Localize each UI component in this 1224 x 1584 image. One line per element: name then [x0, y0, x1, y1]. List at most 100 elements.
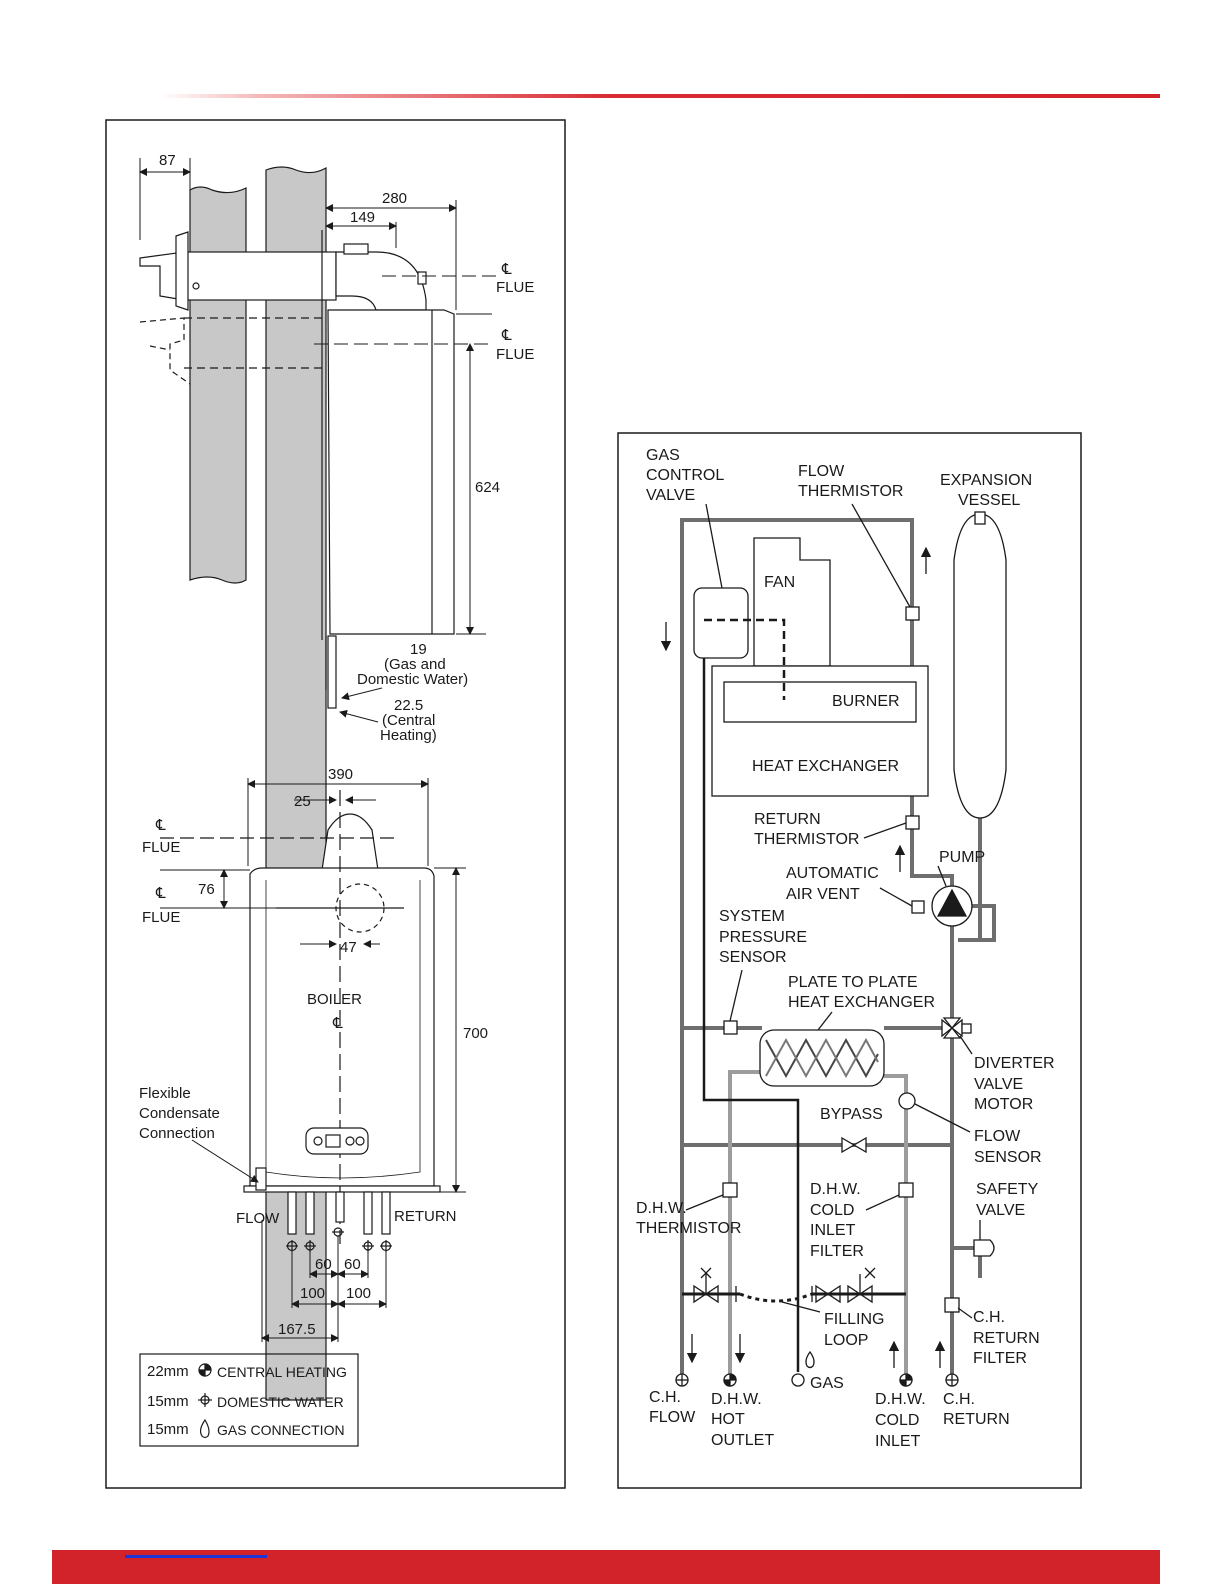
label-burner: BURNER [832, 693, 900, 710]
label-filling-loop-1: FILLING [824, 1311, 884, 1328]
dim-1675: 167.5 [278, 1321, 316, 1338]
legend-size-1: 22mm [147, 1363, 189, 1380]
plate-heat-exchanger [759, 1029, 885, 1087]
label-filling-loop-2: LOOP [824, 1332, 868, 1349]
dim-60a: 60 [315, 1256, 332, 1273]
outlet-connections [675, 1350, 959, 1387]
water-circuit-pipes [680, 518, 996, 1380]
dim-624: 624 [475, 479, 500, 496]
label-gas: GAS [810, 1375, 844, 1392]
flue-duct [183, 251, 337, 301]
front-flue-turret [321, 813, 379, 871]
label-dhw-cold-2: COLD [875, 1412, 919, 1429]
dim-ch-1: (Central [382, 712, 435, 729]
flow-sensor [898, 1092, 916, 1110]
front-view-labels: 390 25 ℄ FLUE ℄ FLUE 76 47 BOILER ℄ 700 … [139, 766, 488, 1338]
gas-supply-line [702, 630, 800, 1372]
ch-return-filter [944, 1297, 960, 1313]
dim-ch-2: Heating) [380, 727, 437, 744]
label-expansion-vessel-2: VESSEL [958, 492, 1020, 509]
fan [753, 537, 831, 667]
front-pipe-symbols [286, 1227, 392, 1252]
label-pressure-sensor-3: SENSOR [719, 949, 787, 966]
boiler-label: BOILER [307, 991, 362, 1008]
label-dhw-filter-1: D.H.W. [810, 1181, 861, 1198]
label-dhw-filter-4: FILTER [810, 1243, 864, 1260]
label-dhw-hot-1: D.H.W. [711, 1391, 762, 1408]
flexible-line-3: Connection [139, 1125, 215, 1142]
label-fan: FAN [764, 574, 795, 591]
label-dhw-thermistor-1: D.H.W. [636, 1200, 687, 1217]
label-ch-flow-1: C.H. [649, 1389, 681, 1406]
label-dhw-thermistor-2: THERMISTOR [636, 1220, 741, 1237]
dim-gas-dw-1: (Gas and [384, 656, 446, 673]
schematic-panel-frame [617, 432, 1082, 1489]
flow-label: FLOW [236, 1210, 280, 1227]
label-ch-return-filter-1: C.H. [973, 1309, 1005, 1326]
flue-cl-mark-1: ℄ [501, 261, 512, 278]
dim-25: 25 [294, 793, 311, 810]
flexible-line-2: Condensate [139, 1105, 220, 1122]
label-ch-flow-2: FLOW [649, 1409, 696, 1426]
label-dhw-filter-2: COLD [810, 1202, 854, 1219]
dim-47: 47 [340, 939, 357, 956]
boiler-front-body [249, 867, 435, 1191]
label-flow-thermistor-1: FLOW [798, 463, 845, 480]
label-bypass: BYPASS [820, 1106, 883, 1123]
label-plate-hx-1: PLATE TO PLATE [788, 974, 918, 991]
label-return-thermistor-2: THERMISTOR [754, 831, 859, 848]
return-label: RETURN [394, 1208, 457, 1225]
label-diverter-2: VALVE [974, 1076, 1023, 1093]
label-flow-sensor-2: SENSOR [974, 1149, 1042, 1166]
label-pump: PUMP [939, 849, 985, 866]
burner [723, 681, 917, 723]
dhw-thermistor [722, 1182, 738, 1198]
label-air-vent-2: AIR VENT [786, 886, 860, 903]
label-return-thermistor-1: RETURN [754, 811, 821, 828]
dim-280: 280 [382, 190, 407, 207]
label-heat-exchanger: HEAT EXCHANGER [752, 758, 899, 775]
legend-text-1: CENTRAL HEATING [217, 1364, 347, 1380]
dim-gas-dw-2: Domestic Water) [357, 671, 468, 688]
legend-size-2: 15mm [147, 1393, 189, 1410]
label-gas-control-valve-3: VALVE [646, 487, 695, 504]
label-pressure-sensor-1: SYSTEM [719, 908, 785, 925]
label-gas-control-valve-1: GAS [646, 447, 680, 464]
filling-loop [739, 1292, 813, 1303]
dim-60b: 60 [344, 1256, 361, 1273]
label-dhw-cold-3: INLET [875, 1433, 921, 1450]
label-dhw-cold-1: D.H.W. [875, 1391, 926, 1408]
flue-elbow [335, 251, 427, 311]
dim-390: 390 [328, 766, 353, 783]
pipe-legend: 22mm CENTRAL HEATING 15mm DOMESTIC WATER… [139, 1353, 359, 1447]
header-accent-rule [160, 94, 1160, 98]
dim-700: 700 [463, 1025, 488, 1042]
flue-cl-mark-2: ℄ [501, 327, 512, 344]
return-thermistor [905, 815, 920, 830]
gas-flame-icon [199, 1418, 210, 1439]
label-flow-sensor-1: FLOW [974, 1128, 1021, 1145]
side-view-labels: 87 280 149 ℄ FLUE ℄ FLUE 624 19 (Gas and… [159, 152, 534, 744]
bypass-valve [841, 1136, 867, 1154]
central-heating-icon [198, 1363, 212, 1377]
dhw-circuit-pipes [728, 1070, 908, 1380]
footer-link[interactable] [125, 1555, 267, 1558]
label-expansion-vessel-1: EXPANSION [940, 472, 1032, 489]
label-air-vent-1: AUTOMATIC [786, 865, 879, 882]
dim-100a: 100 [300, 1285, 325, 1302]
automatic-air-vent [911, 900, 925, 914]
flue-label-2: FLUE [496, 346, 534, 363]
label-ch-return-1: C.H. [943, 1391, 975, 1408]
label-ch-return-2: RETURN [943, 1411, 1010, 1428]
legend-size-3: 15mm [147, 1421, 189, 1438]
label-pressure-sensor-2: PRESSURE [719, 929, 807, 946]
label-gas-control-valve-2: CONTROL [646, 467, 724, 484]
schematic-components [693, 511, 1007, 1313]
label-diverter-1: DIVERTER [974, 1055, 1055, 1072]
domestic-water-icon [198, 1393, 212, 1407]
dim-76: 76 [198, 881, 215, 898]
label-dhw-filter-3: INLET [810, 1222, 856, 1239]
label-dhw-hot-2: HOT [711, 1411, 745, 1428]
label-ch-return-filter-2: RETURN [973, 1330, 1040, 1347]
